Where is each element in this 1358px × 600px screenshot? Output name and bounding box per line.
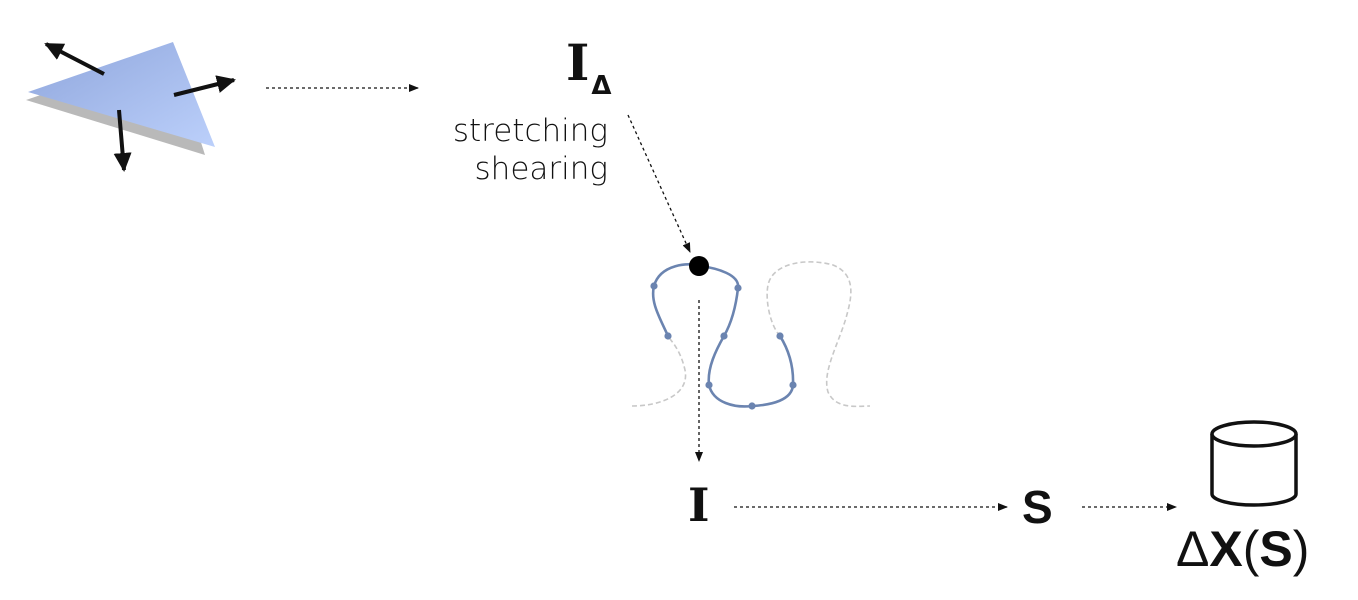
displacement-arrow-down bbox=[113, 109, 132, 172]
s-inner-symbol: S bbox=[1259, 521, 1293, 577]
curve-node bbox=[720, 332, 728, 340]
curve-node bbox=[789, 381, 797, 389]
s-symbol: S bbox=[1022, 481, 1053, 533]
stretching-label: stretching bbox=[452, 113, 608, 149]
flow-arrow-idelta-to-curve bbox=[627, 114, 691, 253]
open-paren: ( bbox=[1242, 521, 1260, 577]
curve-node bbox=[664, 332, 672, 340]
i-delta-main: I bbox=[566, 33, 590, 92]
shearing-label: shearing bbox=[474, 151, 608, 187]
delta-x-s-label: ΔX(S) bbox=[1176, 524, 1309, 574]
curve-node bbox=[776, 332, 784, 340]
triangle-element bbox=[26, 42, 236, 172]
x-symbol: X bbox=[1209, 521, 1243, 577]
triangle-face bbox=[28, 42, 215, 147]
ghost-curve-left bbox=[631, 335, 687, 407]
delta-symbol: Δ bbox=[1176, 521, 1210, 577]
displacement-arrow-upleft bbox=[44, 42, 105, 76]
curve-node bbox=[705, 381, 713, 389]
i-delta-symbol: IΔ bbox=[566, 38, 612, 100]
i-symbol: I bbox=[688, 478, 710, 532]
curve-node bbox=[650, 282, 658, 290]
rod-curve bbox=[631, 256, 871, 410]
close-paren: ) bbox=[1292, 521, 1310, 577]
curve-node bbox=[748, 402, 756, 410]
displacement-arrow-right bbox=[173, 75, 236, 97]
i-delta-subscript: Δ bbox=[591, 71, 612, 101]
deformation-labels: stretching shearing bbox=[453, 112, 608, 188]
ghost-curve-right bbox=[766, 261, 871, 408]
cylinder-icon bbox=[1210, 420, 1298, 507]
curve-node bbox=[734, 284, 742, 292]
selected-curve-node bbox=[689, 256, 709, 276]
